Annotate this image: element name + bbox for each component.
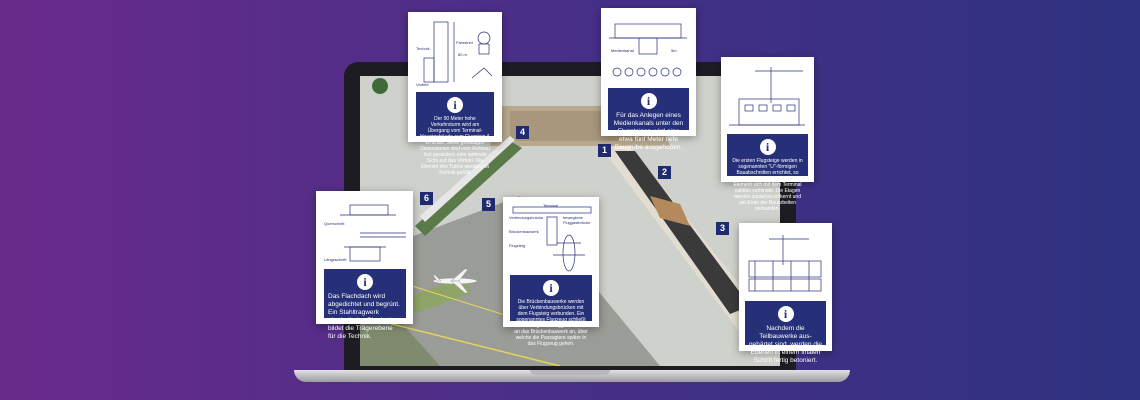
label-fluggastbruecke: bewegliche Fluggastbrücke xyxy=(563,215,591,225)
info-text: Nachdem die Teilbauwerke aus-gehärtet si… xyxy=(749,325,822,364)
info-panel: i Der 90 Meter hohe Verkehrsturm wird am… xyxy=(416,92,494,176)
info-card-tower[interactable]: Technik Fahrstuhl 80 m Vorfeld i Der 90 … xyxy=(408,12,502,176)
finished-building-sketch xyxy=(748,235,822,292)
label-querschnitt: Querschnitt xyxy=(324,221,345,226)
label-height: 80 m xyxy=(458,52,467,57)
tower-sketch xyxy=(423,21,493,83)
laptop-notch xyxy=(530,370,610,375)
info-panel: i Nachdem die Teilbauwerke aus-gehärtet … xyxy=(745,301,826,364)
info-card-roof[interactable]: Querschnitt Längsschnitt i Das Flachdach… xyxy=(316,191,413,340)
marker-6[interactable]: 6 xyxy=(420,192,433,205)
info-text: Für das Anlegen eines Medienkanals unter… xyxy=(613,112,684,151)
roof-section-sketch xyxy=(340,204,406,262)
info-card-construction-phase[interactable]: i Die ersten Flugsteige werden in sogena… xyxy=(721,57,814,212)
building-crane-sketch xyxy=(729,67,805,126)
info-icon[interactable]: i xyxy=(759,139,776,155)
info-panel: i Für das Anlegen eines Medienkanals unt… xyxy=(608,88,689,151)
label-laengsschnitt: Längsschnitt xyxy=(324,257,347,262)
info-text: Das Flachdach wird abgedichtet und begrü… xyxy=(328,293,400,340)
marker-4[interactable]: 4 xyxy=(516,126,529,139)
info-icon[interactable]: i xyxy=(543,280,559,296)
canal-sketch xyxy=(609,23,687,77)
info-text: Die ersten Flugsteige werden in sogenann… xyxy=(732,158,803,212)
marker-2[interactable]: 2 xyxy=(658,166,671,179)
label-medienkanal: Medienkanal xyxy=(611,48,634,53)
info-text: Die Brückenbauwerke werden über Verbindu… xyxy=(514,299,588,347)
label-verbindungsbruecke: Verbindungsbrücke xyxy=(509,215,544,220)
info-text: Der 90 Meter hohe Verkehrsturm wird am Ü… xyxy=(420,116,490,176)
info-panel: i Die ersten Flugsteige werden in sogena… xyxy=(727,134,808,212)
label-terminal: Terminal xyxy=(543,203,559,208)
info-panel: i Die Brückenbauwerke werden über Verbin… xyxy=(510,275,592,347)
info-panel: i Das Flachdach wird abgedichtet und beg… xyxy=(324,269,406,340)
info-card-bridges[interactable]: Terminal Verbindungsbrücke bewegliche Fl… xyxy=(503,197,599,347)
bridge-plane-sketch xyxy=(512,206,592,272)
label-depth: 5m xyxy=(671,48,677,53)
marker-1[interactable]: 1 xyxy=(598,144,611,157)
laptop-base xyxy=(294,370,850,382)
info-icon[interactable]: i xyxy=(357,274,373,290)
label-fahrstuhl: Fahrstuhl xyxy=(456,40,473,45)
info-card-media-canal[interactable]: Medienkanal 5m i Für das Anlegen eines M… xyxy=(601,8,696,151)
info-icon[interactable]: i xyxy=(447,97,463,113)
info-icon[interactable]: i xyxy=(640,93,657,109)
info-card-final-concrete[interactable]: i Nachdem die Teilbauwerke aus-gehärtet … xyxy=(739,223,832,364)
info-icon[interactable]: i xyxy=(777,306,794,322)
label-flugsteig: Flugsteig xyxy=(509,243,526,248)
label-vorfeld: Vorfeld xyxy=(416,82,429,87)
label-brueckenbauwerk: Brückenbauwerk xyxy=(509,229,539,234)
marker-5[interactable]: 5 xyxy=(482,198,495,211)
label-technik: Technik xyxy=(416,46,430,51)
marker-3[interactable]: 3 xyxy=(716,222,729,235)
